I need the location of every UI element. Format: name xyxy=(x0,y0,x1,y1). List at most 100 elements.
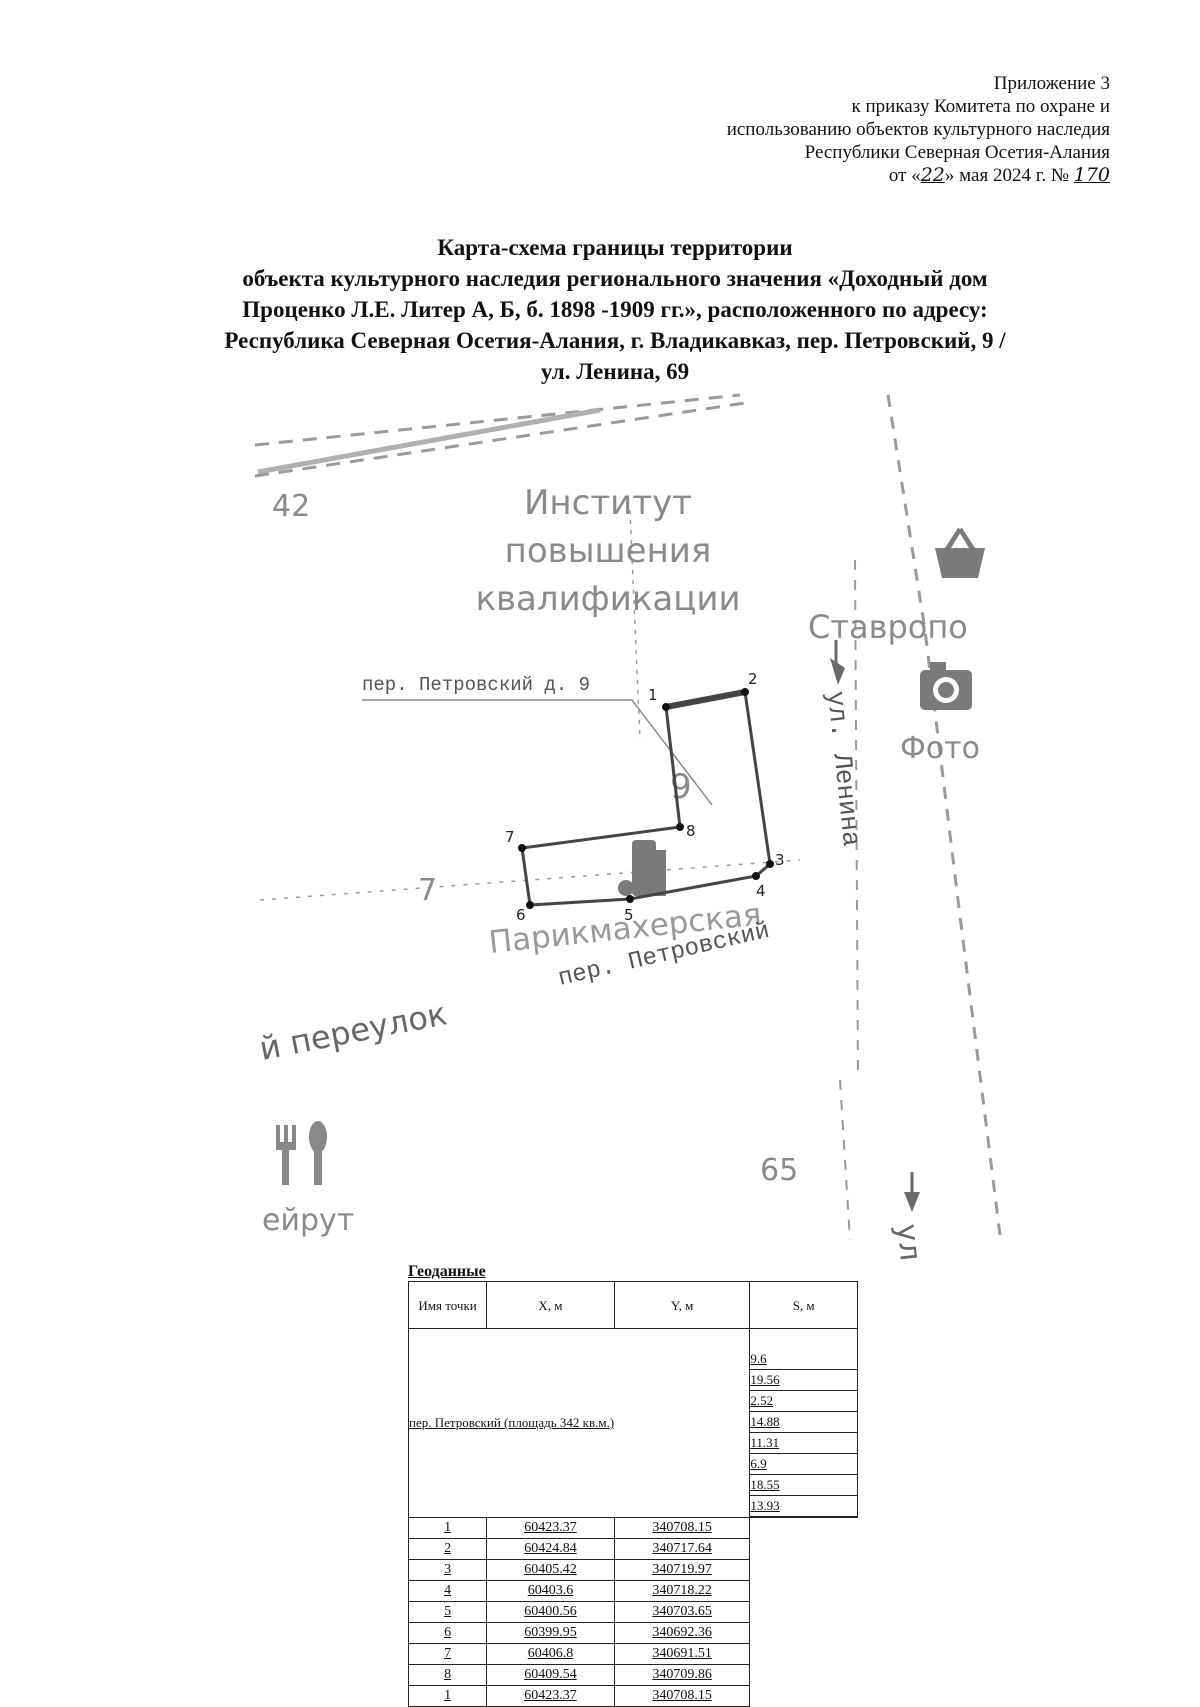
boundary-point-labels: 1 2 3 4 5 6 7 8 xyxy=(505,670,785,924)
cell-x: 60406.8 xyxy=(486,1643,615,1665)
street-line-lenina-west xyxy=(854,559,859,1081)
restaurant-icon xyxy=(276,1121,327,1185)
map-canvas: 42 9 7 65 Институт повышения квалификаци… xyxy=(254,393,1002,1260)
header-x: X, м xyxy=(486,1281,615,1329)
header-name: Имя точки xyxy=(407,1281,488,1329)
street-line-lower-east xyxy=(839,1079,851,1241)
geodata-section: Геоданные Имя точки X, м Y, м S, м пер. … xyxy=(407,1263,858,1707)
title-line-4: Республика Северная Осетия-Алания, г. Вл… xyxy=(224,328,1006,353)
poi-institute-line-3: квалификации xyxy=(475,579,740,619)
boundary-point-3 xyxy=(766,860,774,868)
house-number-65: 65 xyxy=(760,1153,798,1188)
title-line-5: ул. Ленина, 69 xyxy=(540,359,690,384)
cell-name: 8 xyxy=(407,1664,488,1686)
poi-photo: Фото xyxy=(900,731,980,766)
poi-institute-line-2: повышения xyxy=(505,531,712,571)
street-line-lenina-east xyxy=(886,394,1002,1236)
date-prefix: от « xyxy=(888,165,921,186)
point-label-3: 3 xyxy=(775,851,785,869)
poi-institute-line-1: Институт xyxy=(524,483,692,523)
cell-x: 60405.42 xyxy=(486,1559,615,1581)
boundary-point-2 xyxy=(741,688,749,696)
cell-y: 340691.51 xyxy=(613,1643,751,1665)
cell-name: 6 xyxy=(407,1622,488,1644)
cell-y: 340692.36 xyxy=(613,1622,751,1644)
order-number: 170 xyxy=(1073,164,1110,186)
header-y: Y, м xyxy=(613,1281,751,1329)
point-label-8: 8 xyxy=(686,822,696,840)
camera-icon xyxy=(920,662,972,710)
cell-name: 5 xyxy=(407,1601,488,1623)
point-label-4: 4 xyxy=(756,882,766,900)
distance-value: 6.9 xyxy=(750,1454,857,1475)
street-label-ul-fragment: ул xyxy=(889,1222,928,1260)
header-s: S, м xyxy=(749,1281,858,1329)
street-line-top-2 xyxy=(254,401,746,478)
boundary-segment-top xyxy=(665,689,746,710)
geodata-caption: Геоданные xyxy=(408,1263,486,1280)
street-lines xyxy=(254,393,1002,1241)
cell-x: 60423.37 xyxy=(486,1685,615,1707)
boundary-point-7 xyxy=(518,844,526,852)
point-label-5: 5 xyxy=(624,906,634,924)
cell-y: 340709.86 xyxy=(613,1664,751,1686)
cell-y: 340717.64 xyxy=(613,1538,751,1560)
cell-name: 4 xyxy=(407,1580,488,1602)
boundary-point-6 xyxy=(526,901,534,909)
boundary-point-8 xyxy=(676,823,684,831)
cell-name: 3 xyxy=(407,1559,488,1581)
title-line-1: Карта-схема границы территории xyxy=(437,235,793,260)
site-map: 42 9 7 65 Институт повышения квалификаци… xyxy=(0,380,1200,1260)
distance-value: 9.6 xyxy=(750,1349,857,1370)
house-number-7: 7 xyxy=(418,873,437,908)
distance-value: 14.88 xyxy=(750,1412,857,1433)
appendix-line-1: Приложение 3 xyxy=(993,73,1110,94)
callout-leader xyxy=(362,699,713,806)
cell-y: 340703.65 xyxy=(613,1601,751,1623)
cell-y: 340718.22 xyxy=(613,1580,751,1602)
cell-x: 60403.6 xyxy=(486,1580,615,1602)
geodata-table: Имя точки X, м Y, м S, м пер. Петровский… xyxy=(407,1281,858,1707)
direction-arrow-icon xyxy=(830,640,845,685)
cell-x: 60399.95 xyxy=(486,1622,615,1644)
point-label-1: 1 xyxy=(648,686,658,704)
title-line-2: объекта культурного наследия регионально… xyxy=(242,266,988,291)
document-title: Карта-схема границы территории объекта к… xyxy=(120,232,1110,387)
point-label-2: 2 xyxy=(748,670,758,688)
direction-arrow-icon-2 xyxy=(904,1172,920,1212)
cell-x: 60424.84 xyxy=(486,1538,615,1560)
street-line-top xyxy=(254,393,741,447)
point-label-6: 6 xyxy=(516,906,526,924)
cell-x: 60400.56 xyxy=(486,1601,615,1623)
geodata-section-label: пер. Петровский (площадь 342 кв.м.) xyxy=(407,1328,751,1518)
street-label-lenina: ул. Ленина xyxy=(820,690,866,848)
point-label-7: 7 xyxy=(505,828,515,846)
distance-value: 11.31 xyxy=(750,1433,857,1454)
heritage-building-icon xyxy=(618,840,666,896)
poi-beirut: ейрут xyxy=(262,1203,354,1238)
street-line-lower xyxy=(259,859,801,901)
cell-y: 340719.97 xyxy=(613,1559,751,1581)
distance-value: 18.55 xyxy=(750,1475,857,1496)
cell-name: 1 xyxy=(407,1685,488,1707)
cell-name: 1 xyxy=(407,1517,488,1539)
boundary-point-4 xyxy=(752,872,760,880)
date-mid: » мая 2024 г. № xyxy=(944,165,1069,186)
appendix-line-3: использованию объектов культурного насле… xyxy=(726,119,1110,140)
boundary-point-5 xyxy=(626,895,634,903)
date-day: 22 xyxy=(920,164,945,186)
distance-value: 19.56 xyxy=(750,1370,857,1391)
street-label-pereulok: й переулок xyxy=(256,994,450,1068)
distance-value: 13.93 xyxy=(750,1496,857,1517)
distance-spacer xyxy=(750,1329,857,1339)
cell-name: 7 xyxy=(407,1643,488,1665)
boundary-points xyxy=(518,688,774,909)
